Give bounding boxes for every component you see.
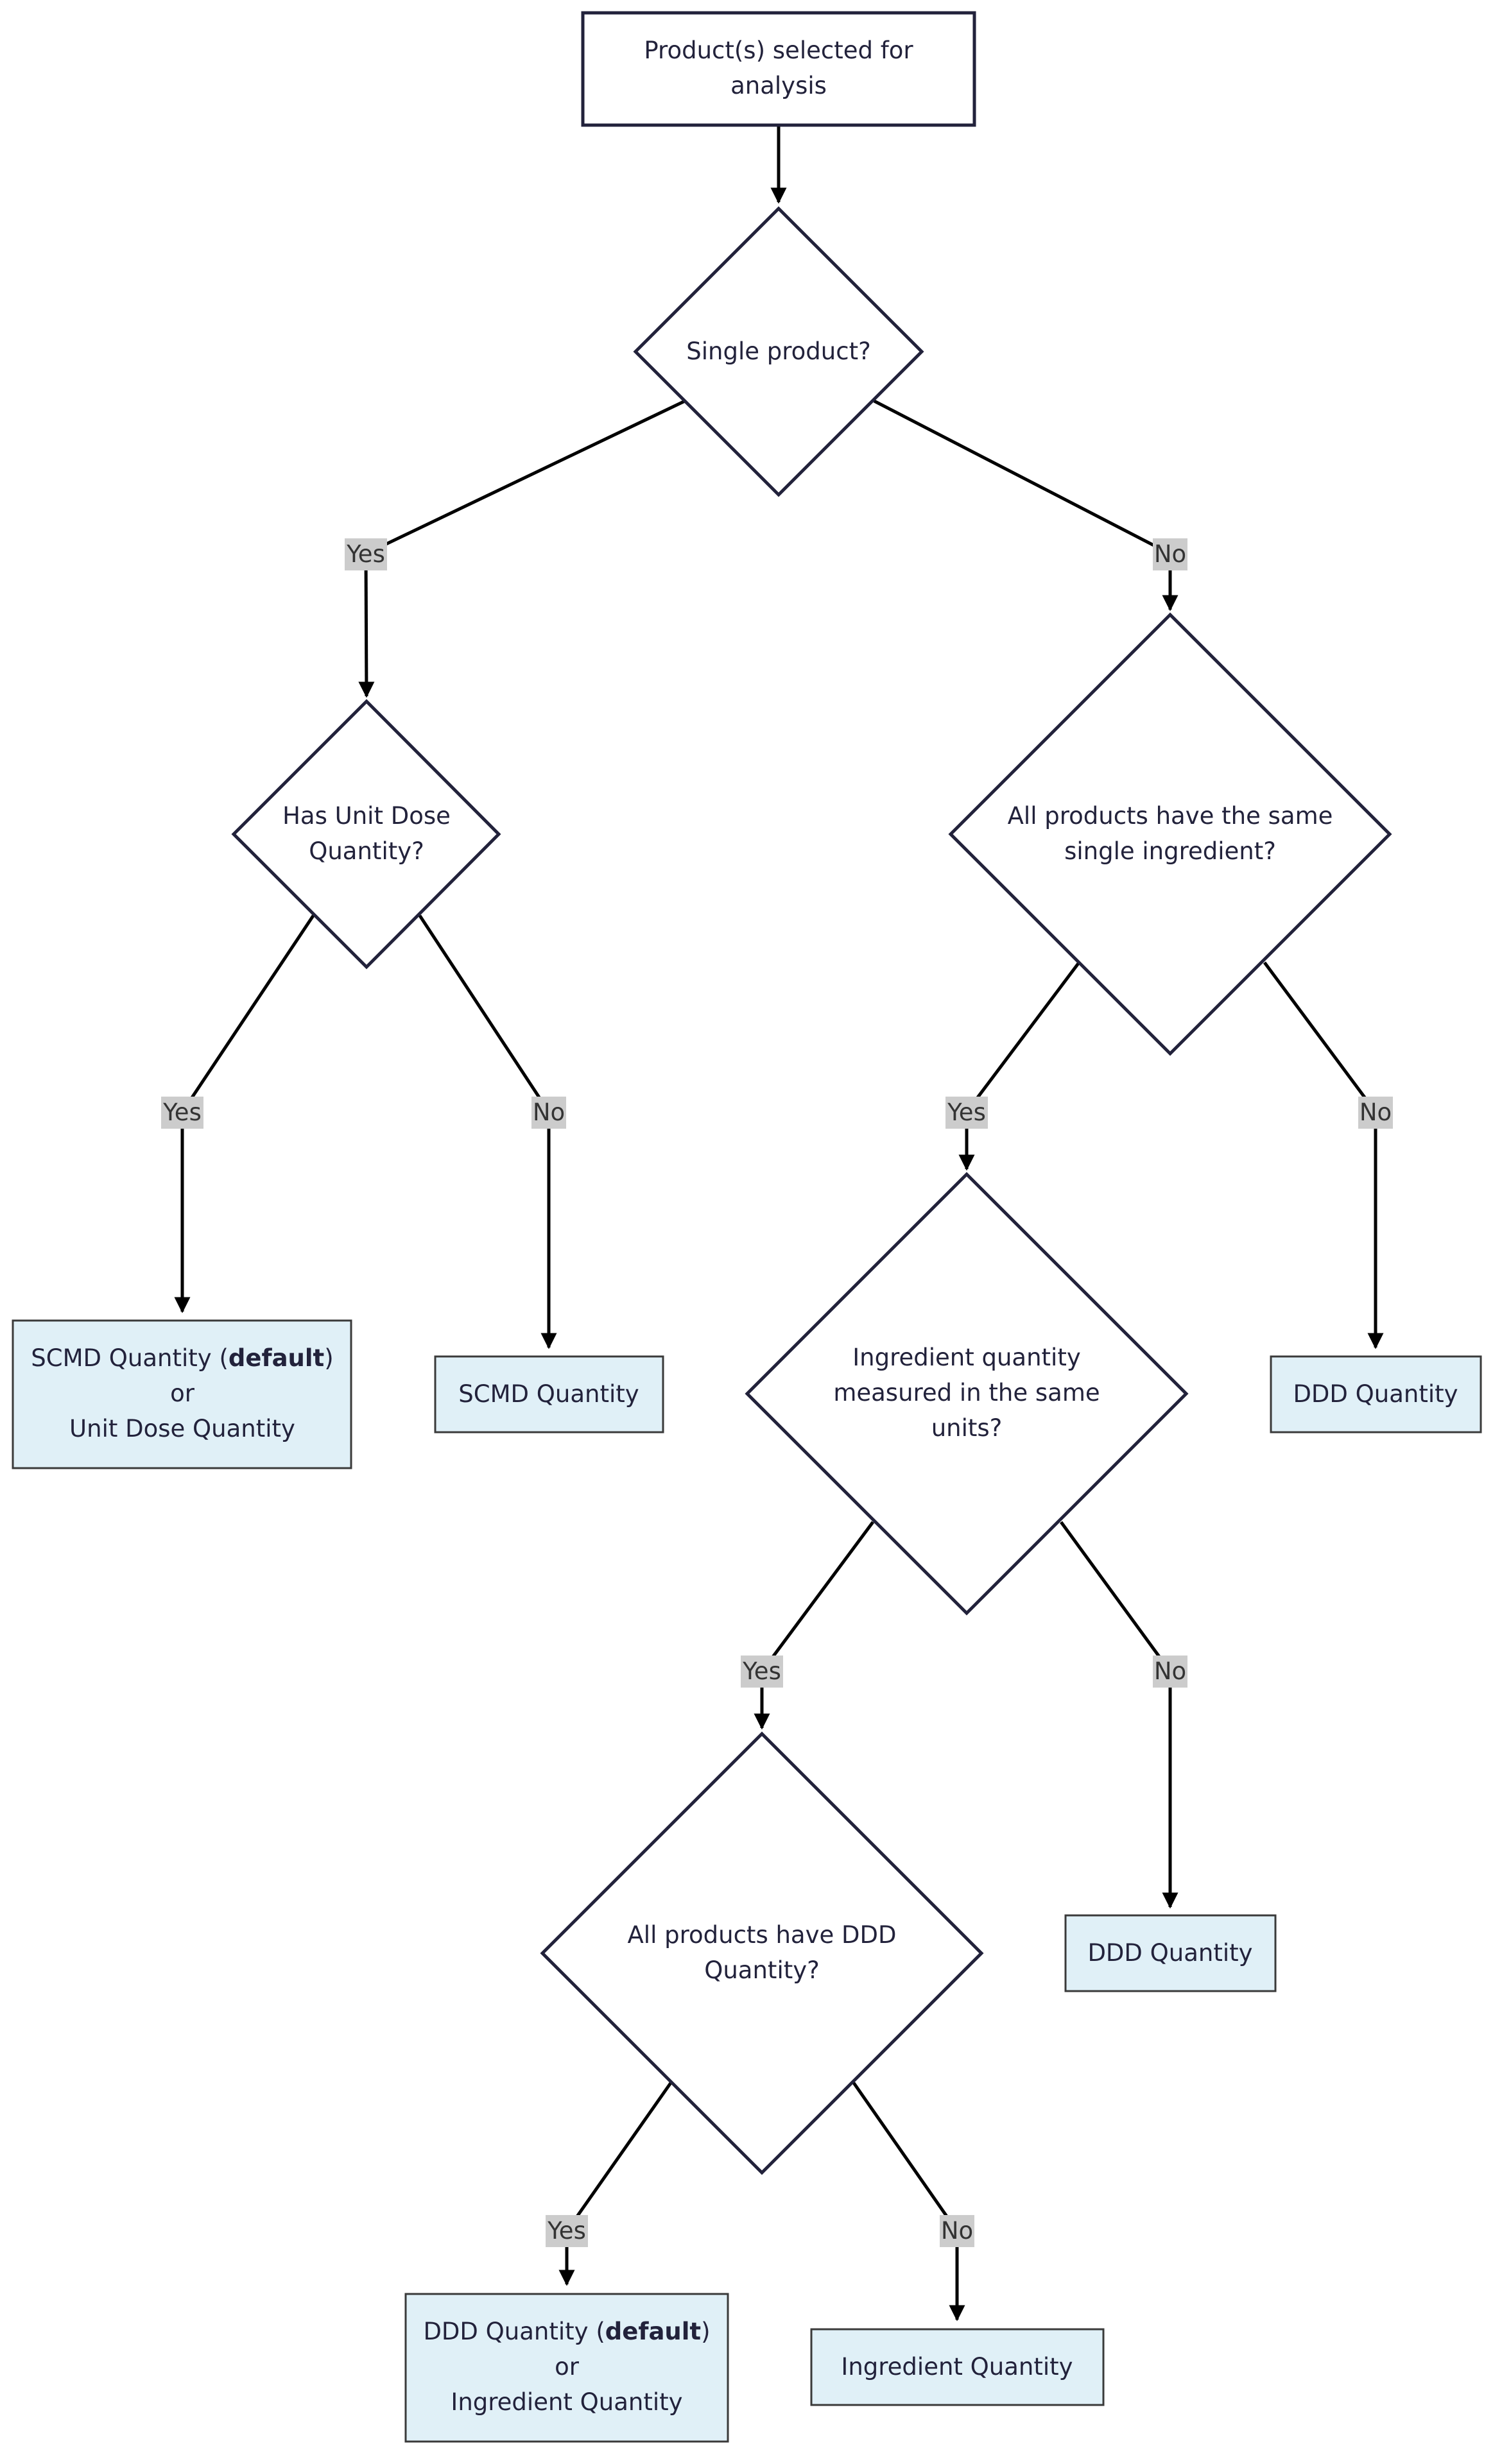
- edge-label-text: Yes: [742, 1657, 781, 1685]
- result-scmd: [434, 1355, 664, 1433]
- decision-unit-dose-line-2: Quantity?: [309, 837, 424, 865]
- decision-single-product: [633, 206, 924, 497]
- result-ddd-2: [1064, 1914, 1277, 1992]
- result-ddd-or-ingredient-line-1: DDD Quantity (default): [423, 2318, 710, 2345]
- result-line-post: ): [701, 2318, 710, 2345]
- edge-label-bg: [940, 2215, 974, 2247]
- edge-labels: Yes No Yes No Yes No Yes No: [161, 538, 1393, 2247]
- edge-label-bg: [741, 1656, 783, 1688]
- edge-label-bg: [1153, 1656, 1187, 1688]
- result-scmd-or-unit-dose-line-2: or: [170, 1380, 195, 1407]
- result-line-pre: DDD Quantity (: [423, 2318, 605, 2345]
- edge-label-text: No: [1154, 1657, 1186, 1685]
- decision-same-units-line-3: units?: [931, 1414, 1003, 1442]
- edge-label-ddd-yes: Yes: [546, 2215, 588, 2247]
- edge-label-bg: [531, 1097, 566, 1129]
- edge-label-same-ingredient-yes: Yes: [945, 1097, 988, 1129]
- edge-label-single-no: No: [1153, 538, 1187, 570]
- edge-label-unit-no: No: [531, 1097, 566, 1129]
- edge-label-text: No: [533, 1099, 565, 1126]
- decision-unit-dose-line-1: Has Unit Dose: [282, 802, 451, 830]
- decision-same-ingredient-line-1: All products have the same: [1008, 802, 1333, 830]
- edge-same-ing-yes-a: [965, 961, 1080, 1113]
- decision-unit-dose: [231, 699, 501, 970]
- decision-ddd: [540, 1731, 984, 2175]
- result-scmd-or-unit-dose-line-3: Unit Dose Quantity: [69, 1415, 295, 1442]
- start-node: [581, 11, 976, 127]
- result-ddd-or-ingredient-line-2: or: [555, 2353, 580, 2381]
- edge-single-yes-b: [358, 553, 375, 698]
- edge-label-single-yes: Yes: [345, 538, 387, 570]
- edge-single-no-a: [873, 399, 1171, 556]
- decision-same-units-line-1: Ingredient quantity: [852, 1344, 1081, 1371]
- edge-label-text: Yes: [346, 540, 385, 568]
- result-line-pre: SCMD Quantity (: [31, 1344, 229, 1372]
- edge-label-bg: [161, 1097, 203, 1129]
- decision-same-ingredient-line-2: single ingredient?: [1064, 837, 1276, 865]
- edge-label-same-units-no: No: [1153, 1656, 1187, 1688]
- edge-label-bg: [1153, 538, 1187, 570]
- result-nodes: [12, 1319, 1482, 2443]
- edge-single-yes-a: [365, 399, 686, 556]
- result-line-default: default: [605, 2318, 701, 2345]
- result-ddd-2-label: DDD Quantity: [1087, 1939, 1252, 1967]
- decision-same-units: [745, 1172, 1189, 1616]
- edge-label-text: Yes: [547, 2217, 586, 2245]
- edge-ddd-no-a: [852, 2082, 959, 2232]
- node-texts: Product(s) selected for analysis Single …: [31, 37, 1458, 2416]
- edge-label-text: No: [941, 2217, 973, 2245]
- edge-label-bg: [345, 538, 387, 570]
- start-node-line-2: analysis: [730, 72, 827, 99]
- decision-same-ingredient: [948, 612, 1392, 1056]
- result-ddd-1: [1270, 1355, 1482, 1433]
- edge-unit-no-a: [418, 914, 551, 1113]
- edges: [174, 125, 1384, 2322]
- result-scmd-or-unit-dose-line-1: SCMD Quantity (default): [31, 1344, 333, 1372]
- decision-ddd-line-1: All products have DDD: [628, 1921, 897, 1949]
- result-ingredient: [810, 2328, 1105, 2406]
- edge-label-bg: [1358, 1097, 1393, 1129]
- result-ddd-or-ingredient: [404, 2293, 729, 2443]
- result-line-post: ): [324, 1344, 333, 1372]
- result-ddd-or-ingredient-line-3: Ingredient Quantity: [451, 2388, 682, 2416]
- edge-ddd-yes-a: [565, 2082, 673, 2232]
- edge-label-text: No: [1154, 540, 1186, 568]
- edge-label-text: Yes: [947, 1099, 986, 1126]
- decision-same-units-line-2: measured in the same: [833, 1379, 1100, 1407]
- edge-same-units-yes-a: [760, 1521, 875, 1673]
- decision-ddd-line-2: Quantity?: [704, 1956, 820, 1984]
- result-ddd-1-label: DDD Quantity: [1293, 1380, 1458, 1408]
- start-node-line-1: Product(s) selected for: [644, 37, 913, 64]
- decision-nodes: [231, 206, 1392, 2175]
- edge-label-bg: [546, 2215, 588, 2247]
- edge-same-ing-no-a: [1263, 961, 1377, 1113]
- result-scmd-label: SCMD Quantity: [458, 1380, 639, 1408]
- edge-label-unit-yes: Yes: [161, 1097, 203, 1129]
- decision-single-product-label: Single product?: [686, 338, 870, 365]
- edge-label-same-units-yes: Yes: [741, 1656, 783, 1688]
- result-line-default: default: [229, 1344, 324, 1372]
- edge-label-same-ingredient-no: No: [1358, 1097, 1393, 1129]
- result-scmd-or-unit-dose: [12, 1319, 352, 1469]
- edge-same-units-no-a: [1059, 1521, 1172, 1673]
- result-ingredient-label: Ingredient Quantity: [841, 2353, 1073, 2381]
- edge-label-ddd-no: No: [940, 2215, 974, 2247]
- edge-label-bg: [945, 1097, 988, 1129]
- edge-unit-yes-a: [180, 914, 315, 1113]
- edge-label-text: No: [1360, 1099, 1392, 1126]
- edge-label-text: Yes: [162, 1099, 202, 1126]
